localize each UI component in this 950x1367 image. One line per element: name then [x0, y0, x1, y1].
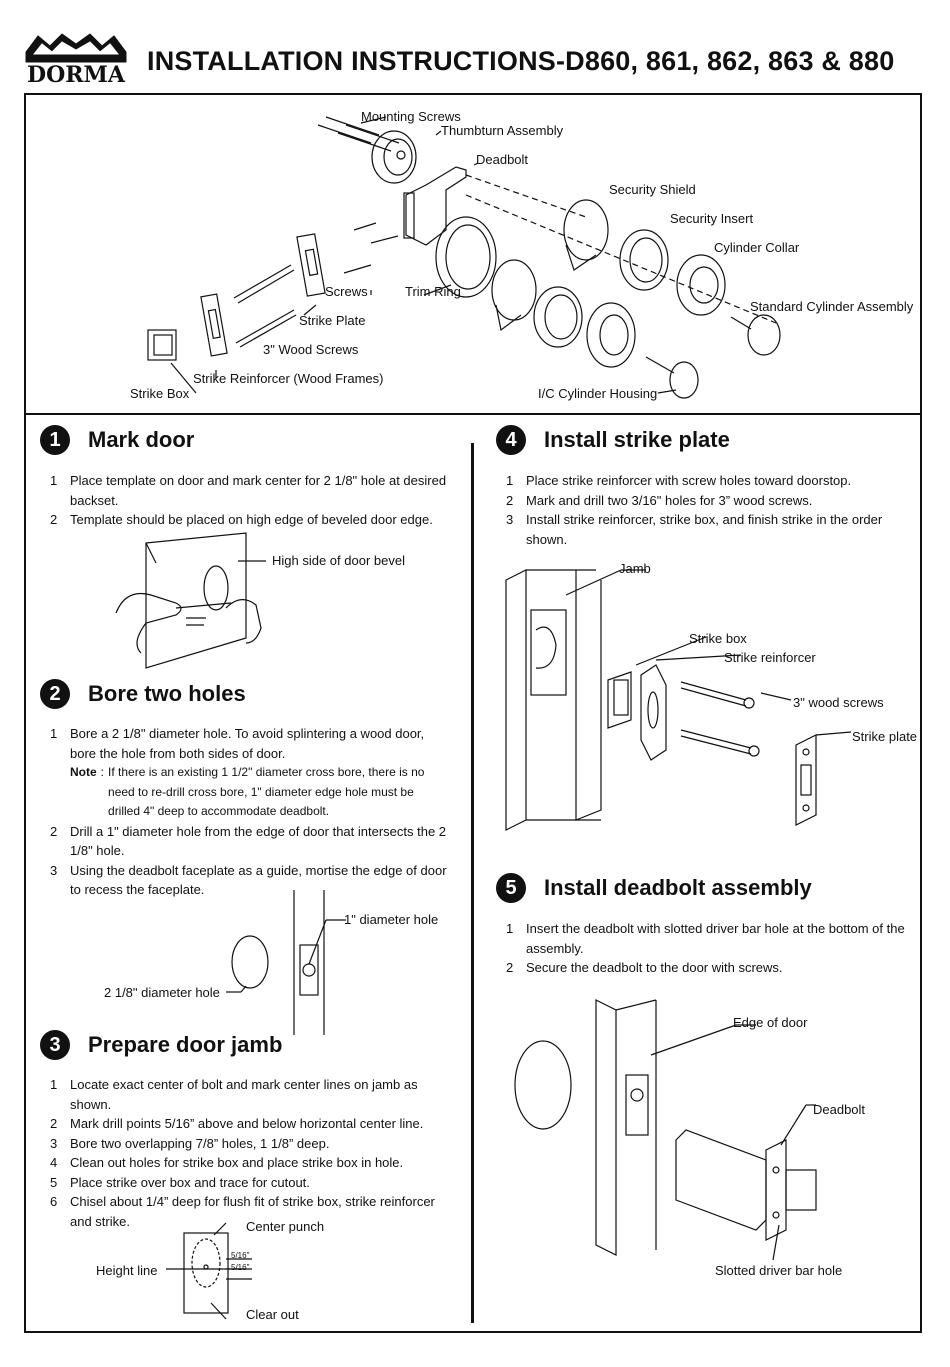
callout-strike-reinforcer: Strike reinforcer — [724, 650, 816, 665]
brand-name: DORMA — [27, 62, 125, 88]
section-4-title: Install strike plate — [544, 427, 730, 452]
label-wood-screws: 3" Wood Screws — [263, 342, 359, 357]
label-deadbolt: Deadbolt — [476, 152, 529, 167]
label-strike-plate: Strike Plate — [299, 313, 366, 328]
exploded-view: Mounting Screws Thumbturn Assembly Deadb… — [26, 95, 920, 415]
callout-clear-out: Clear out — [246, 1307, 299, 1322]
callout-center-punch: Center punch — [246, 1219, 325, 1234]
label-standard-cylinder-assembly: Standard Cylinder Assembly — [750, 299, 914, 314]
callout-high-side-bevel: High side of door bevel — [272, 553, 405, 568]
jamb-prep-illustration — [166, 1222, 252, 1320]
callout-strike-box: Strike box — [689, 631, 747, 646]
label-trim-ring: Trim Ring — [405, 284, 461, 299]
step-number-badge: 2 — [40, 679, 70, 709]
strike-plate-illustration — [505, 569, 852, 831]
callout-deadbolt: Deadbolt — [813, 1102, 866, 1117]
callout-bore-hole: 2 1/8" diameter hole — [104, 985, 220, 1000]
exploded-view-drawing — [147, 116, 781, 399]
label-mounting-screws: Mounting Screws — [361, 109, 461, 124]
dim-lower: 5/16" — [231, 1263, 250, 1272]
label-screws: Screws — [325, 284, 368, 299]
callout-strike-plate: Strike plate — [852, 729, 918, 744]
section-4-heading: 4 Install strike plate — [496, 425, 730, 455]
label-strike-box: Strike Box — [130, 386, 190, 401]
note-label: Note — [70, 765, 97, 779]
label-strike-reinforcer: Strike Reinforcer (Wood Frames) — [193, 371, 384, 386]
section-1-title: Mark door — [88, 427, 195, 452]
callout-height-line: Height line — [96, 1263, 158, 1278]
label-security-insert: Security Insert — [670, 211, 754, 226]
dim-upper: 5/16" — [231, 1251, 250, 1260]
crown-icon — [25, 33, 127, 63]
bore-holes-illustration — [226, 890, 346, 1035]
label-security-shield: Security Shield — [609, 182, 696, 197]
mark-door-illustration — [115, 532, 266, 669]
note: Note:If there is an existing 1 1/2" diam… — [50, 763, 450, 822]
callout-edge-of-door: Edge of door — [733, 1015, 808, 1030]
step-number-badge: 1 — [40, 425, 70, 455]
section-3-heading: 3 Prepare door jamb — [40, 1030, 282, 1060]
instruction-frame: Mounting Screws Thumbturn Assembly Deadb… — [24, 93, 922, 1333]
section-5-heading: 5 Install deadbolt assembly — [496, 873, 812, 903]
label-cylinder-collar: Cylinder Collar — [714, 240, 800, 255]
callout-jamb: Jamb — [619, 561, 651, 576]
callout-wood-screws: 3" wood screws — [793, 695, 884, 710]
label-thumbturn-assembly: Thumbturn Assembly — [441, 123, 564, 138]
step-number-badge: 5 — [496, 873, 526, 903]
deadbolt-assembly-illustration — [514, 999, 817, 1261]
step-number-badge: 3 — [40, 1030, 70, 1060]
section-1-heading: 1 Mark door — [40, 425, 194, 455]
section-5-title: Install deadbolt assembly — [544, 875, 812, 900]
column-divider — [471, 443, 474, 1323]
section-2-heading: 2 Bore two holes — [40, 679, 246, 709]
step-number-badge: 4 — [496, 425, 526, 455]
callout-slotted-hole: Slotted driver bar hole — [715, 1263, 843, 1278]
dorma-logo: DORMA — [22, 32, 130, 90]
label-ic-cylinder-housing: I/C Cylinder Housing — [538, 386, 658, 401]
callout-one-inch-hole: 1" diameter hole — [344, 912, 439, 927]
section-2-title: Bore two holes — [88, 681, 246, 706]
section-3-title: Prepare door jamb — [88, 1032, 283, 1057]
page-title: INSTALLATION INSTRUCTIONS-D860, 861, 862… — [147, 46, 895, 76]
